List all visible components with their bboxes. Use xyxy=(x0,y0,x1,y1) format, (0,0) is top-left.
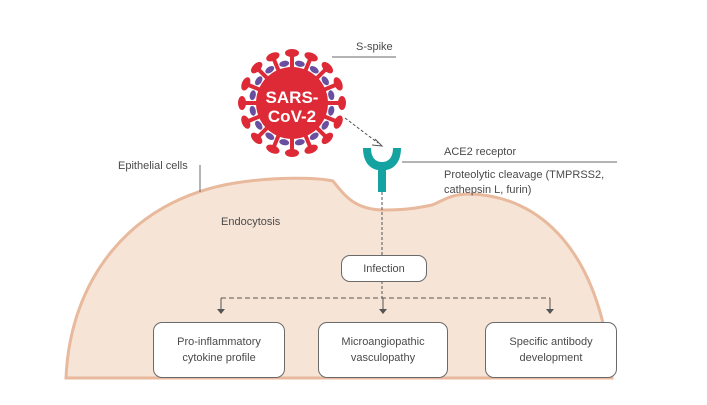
spike-head xyxy=(321,61,334,74)
membrane-protein xyxy=(249,90,256,101)
spike-stalk xyxy=(322,82,338,92)
spike-head xyxy=(266,144,280,154)
spike-head xyxy=(250,132,263,145)
membrane-protein xyxy=(279,60,290,67)
spike-head xyxy=(321,132,334,145)
spike-stalk xyxy=(303,57,313,73)
spike-head xyxy=(304,52,318,62)
membrane-protein xyxy=(328,90,335,101)
infection-box: Infection xyxy=(341,255,427,282)
spike-stalk xyxy=(314,67,328,81)
spike-head xyxy=(333,77,343,91)
spike-stalk xyxy=(246,82,262,92)
virus-body xyxy=(256,67,328,139)
outcome-cytokine-line1: Pro-inflammatory xyxy=(177,336,261,348)
spike-head xyxy=(241,115,251,129)
branch-arrowhead-1 xyxy=(217,309,225,314)
spike-label: S-spike xyxy=(356,41,393,53)
membrane-protein xyxy=(265,132,275,140)
membrane-protein xyxy=(249,105,256,116)
spike-stalk xyxy=(246,114,262,124)
branch-arrowhead-3 xyxy=(546,309,554,314)
branch-arrowhead-2 xyxy=(379,309,387,314)
outcome-box-cytokine: Pro-inflammatory cytokine profile xyxy=(153,322,285,378)
spike-stalk xyxy=(271,133,281,149)
cleavage-label-line1: Proteolytic cleavage (TMPRSS2, xyxy=(444,169,605,181)
sars-cov-2-virus xyxy=(238,49,346,157)
membrane-protein xyxy=(255,76,263,86)
receptor-shape xyxy=(363,148,401,192)
binding-arrow xyxy=(344,117,379,144)
membrane-protein xyxy=(321,120,329,130)
outcome-box-antibody: Specific antibody development xyxy=(485,322,617,378)
spike-stalk xyxy=(314,125,328,139)
spike-stalk xyxy=(271,57,281,73)
spike-head xyxy=(238,96,246,110)
membrane-protein xyxy=(279,139,290,146)
membrane-protein xyxy=(309,132,319,140)
outcome-vasculopathy-line1: Microangiopathic xyxy=(341,336,425,348)
outcome-cytokine-line2: cytokine profile xyxy=(182,352,256,364)
outcome-antibody-line1: Specific antibody xyxy=(509,336,593,348)
outcome-box-vasculopathy: Microangiopathic vasculopathy xyxy=(318,322,448,378)
virus-label: SARS- CoV-2 xyxy=(258,88,326,126)
infection-label: Infection xyxy=(363,262,405,275)
spike-stalk xyxy=(256,125,270,139)
spike-head xyxy=(241,77,251,91)
binding-arrowhead xyxy=(371,138,384,147)
spike-stalk xyxy=(256,67,270,81)
virus-label-line2: CoV-2 xyxy=(267,107,317,126)
outcome-antibody-line2: development xyxy=(519,352,583,364)
spike-head xyxy=(266,52,280,62)
virus-label-line1: SARS- xyxy=(265,88,319,107)
membrane-protein xyxy=(294,60,305,67)
epithelial-label: Epithelial cells xyxy=(118,160,188,172)
spike-head xyxy=(285,49,299,57)
membrane-protein xyxy=(265,66,275,74)
membrane-protein xyxy=(309,66,319,74)
membrane-protein xyxy=(294,139,305,146)
spike-head xyxy=(338,96,346,110)
spike-head xyxy=(285,149,299,157)
cleavage-label-line2: cathepsin L, furin) xyxy=(444,184,532,196)
outcome-vasculopathy-line2: vasculopathy xyxy=(350,352,416,364)
membrane-protein xyxy=(328,105,335,116)
spike-head xyxy=(333,115,343,129)
membrane-protein xyxy=(255,120,263,130)
spike-stalk xyxy=(303,133,313,149)
ace2-receptor-icon xyxy=(363,148,401,192)
endocytosis-label: Endocytosis xyxy=(221,216,281,228)
spike-head xyxy=(304,144,318,154)
receptor-label: ACE2 receptor xyxy=(444,146,517,158)
spike-stalk xyxy=(322,114,338,124)
spike-head xyxy=(250,61,263,74)
membrane-protein xyxy=(321,76,329,86)
